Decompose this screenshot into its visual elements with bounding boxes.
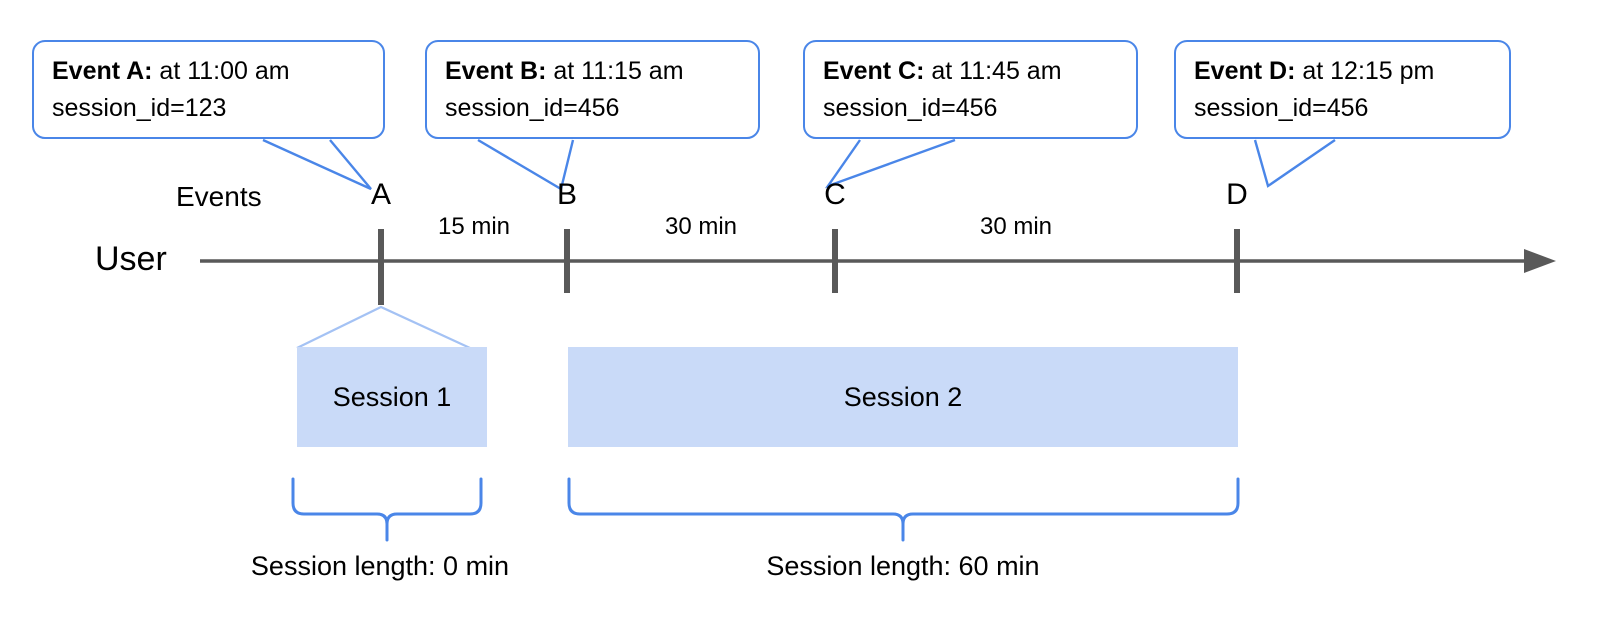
- gap-label-c-d: 30 min: [979, 213, 1053, 240]
- brace-session-1: [291, 477, 483, 542]
- tick-marks: [378, 229, 1240, 305]
- gap-label-b-c: 30 min: [664, 213, 738, 240]
- callout-b-session: session_id=456: [445, 94, 620, 122]
- lane-label-events: Events: [176, 181, 262, 212]
- session-bar-2-label: Session 2: [843, 381, 963, 412]
- callout-tail-a: [262, 138, 372, 191]
- callout-d-line1: Event D: at 12:15 pm: [1194, 53, 1495, 90]
- callout-c-line1: Event C: at 11:45 am: [823, 53, 1122, 90]
- callout-event-c[interactable]: Event C: at 11:45 am session_id=456: [803, 40, 1138, 139]
- tick-label-a: A: [370, 178, 391, 211]
- tick-label-b: B: [556, 178, 577, 211]
- session-bar-1-label: Session 1: [332, 381, 452, 412]
- callout-d-event: Event D:: [1194, 57, 1296, 85]
- callout-tail-d: [1253, 139, 1336, 188]
- callout-c-session: session_id=456: [823, 94, 998, 122]
- callout-a-line1: Event A: at 11:00 am: [52, 53, 369, 90]
- callout-b-event: Event B:: [445, 57, 547, 85]
- callout-b-line1: Event B: at 11:15 am: [445, 53, 744, 90]
- callout-c-detail: at 11:45 am: [924, 57, 1062, 85]
- session-length-label-2: Session length: 60 min: [766, 551, 1040, 581]
- callout-tail-c: [824, 138, 956, 189]
- brace-session-2: [567, 477, 1240, 542]
- callout-a-detail: at 11:00 am: [152, 57, 290, 85]
- callout-event-d[interactable]: Event D: at 12:15 pm session_id=456: [1174, 40, 1511, 139]
- callout-a-session: session_id=123: [52, 94, 227, 122]
- session1-connector: [296, 305, 471, 349]
- session-bar-2[interactable]: Session 2: [568, 347, 1238, 447]
- lane-label-user: User: [95, 240, 167, 278]
- callout-a-event: Event A:: [52, 57, 153, 85]
- callout-b-detail: at 11:15 am: [546, 57, 684, 85]
- callout-d-detail: at 12:15 pm: [1295, 57, 1435, 85]
- timeline-arrowhead: [1524, 249, 1556, 273]
- callout-c-event: Event C:: [823, 57, 925, 85]
- gap-label-a-b: 15 min: [437, 213, 511, 240]
- callout-tail-b: [477, 138, 575, 191]
- callout-event-a[interactable]: Event A: at 11:00 am session_id=123: [32, 40, 385, 139]
- tick-label-d: D: [1226, 178, 1248, 211]
- callout-d-session: session_id=456: [1194, 94, 1369, 122]
- tick-label-c: C: [824, 178, 846, 211]
- session-bar-1[interactable]: Session 1: [297, 347, 487, 447]
- session-length-label-1: Session length: 0 min: [250, 551, 510, 581]
- callout-event-b[interactable]: Event B: at 11:15 am session_id=456: [425, 40, 760, 139]
